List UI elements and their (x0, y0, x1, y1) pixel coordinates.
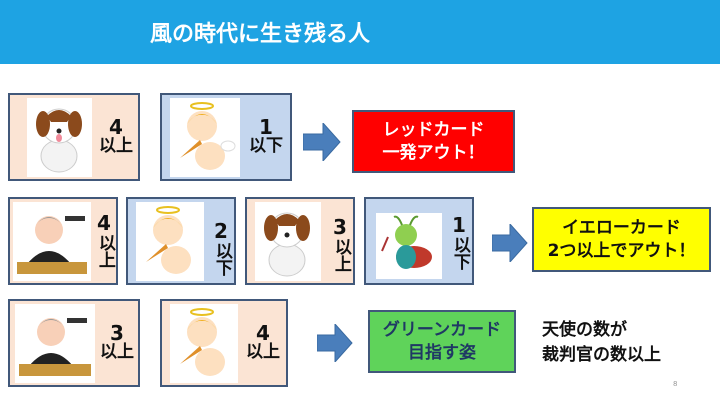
angel-illustration (170, 98, 240, 177)
angel-illustration (170, 304, 238, 383)
page-number: 8 (673, 380, 678, 388)
angel-icon (180, 308, 225, 376)
arrow-right-icon (303, 123, 341, 161)
red-card-result: レッドカード一発アウト！ (352, 110, 515, 173)
result-line1: イエローカード (562, 217, 681, 238)
count: 1 (452, 213, 466, 237)
condition: 以下 (211, 242, 232, 276)
count: 1 (259, 115, 273, 139)
result-line2: 一発アウト！ (382, 142, 485, 163)
goal-note: 天使の数が 裁判官の数以上 (542, 318, 661, 367)
cricket-icon (381, 215, 432, 269)
judge-illustration (13, 202, 91, 281)
dog-illustration (27, 98, 92, 177)
cricket-illustration (376, 213, 442, 279)
arrow-right-icon (317, 324, 353, 362)
angel-illustration (136, 202, 204, 281)
condition: 以上 (246, 342, 280, 362)
condition: 以上 (100, 342, 134, 362)
result-line2: 目指す姿 (408, 342, 476, 363)
count: 3 (333, 215, 347, 239)
result-line1: グリーンカード (382, 319, 502, 340)
count: 4 (256, 321, 270, 345)
condition: 以上 (330, 238, 351, 272)
dog-icon (264, 212, 310, 277)
dog-illustration (255, 202, 321, 281)
condition: 以下 (249, 136, 283, 156)
count: 4 (97, 211, 111, 235)
angel-icon (146, 206, 191, 274)
result-line1: レッドカード (382, 119, 485, 140)
angel-icon (180, 102, 236, 170)
condition: 以上 (94, 234, 115, 268)
arrow-right-icon (492, 224, 528, 262)
dog-icon (36, 108, 82, 173)
result-line2: 2つ以上でアウト！ (547, 240, 696, 261)
condition: 以下 (449, 236, 470, 270)
condition: 以上 (99, 136, 133, 156)
slide-header: 風の時代に生き残る人 (0, 0, 720, 64)
note-line2: 裁判官の数以上 (542, 344, 661, 365)
judge-illustration (15, 304, 95, 383)
slide-title: 風の時代に生き残る人 (149, 22, 370, 47)
count: 4 (109, 115, 123, 139)
judge-icon (17, 216, 87, 274)
green-card-result: グリーンカード目指す姿 (368, 310, 516, 373)
count: 2 (214, 219, 228, 243)
count: 3 (110, 321, 124, 345)
judge-icon (19, 318, 91, 376)
note-line1: 天使の数が (542, 320, 627, 340)
